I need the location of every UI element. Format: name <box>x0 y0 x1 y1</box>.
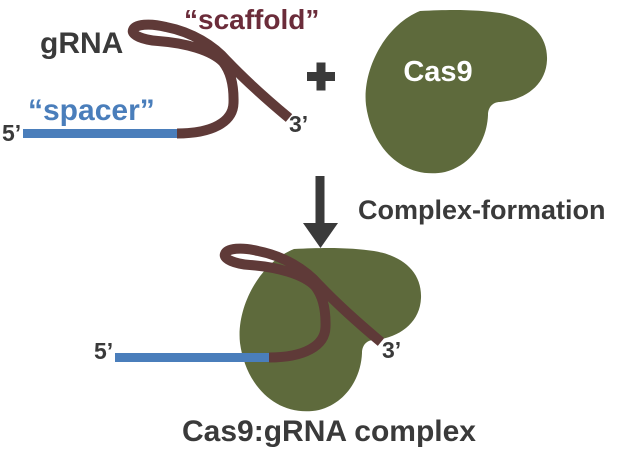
scaffold-strand-bottom <box>219 243 385 363</box>
five-prime-label-bottom: 5’ <box>94 338 113 364</box>
five-prime-label-top: 5’ <box>2 120 21 146</box>
grna-molecule-bottom <box>115 243 385 363</box>
cas9-blob <box>365 9 548 174</box>
spacer-line <box>23 129 177 138</box>
three-prime-label-top: 3’ <box>289 111 308 137</box>
spacer-line-bottom <box>115 353 269 362</box>
cas9-grna-complex: 5’ 3’ <box>94 243 422 412</box>
arrow-head <box>303 223 338 248</box>
plus-vertical-bar <box>316 62 326 91</box>
arrow-shaft <box>315 176 325 226</box>
spacer-label: “spacer” <box>28 94 155 127</box>
scaffold-label: “scaffold” <box>184 4 319 35</box>
three-prime-label-bottom: 3’ <box>382 337 401 363</box>
cas9-label: Cas9 <box>403 56 472 88</box>
complex-caption: Cas9:gRNA complex <box>182 415 476 448</box>
cas9-protein-top: Cas9 <box>365 9 548 174</box>
grna-molecule-top: 5’ 3’ <box>2 19 308 146</box>
scaffold-strand <box>127 19 293 139</box>
plus-icon <box>307 62 335 91</box>
down-arrow-icon <box>303 176 338 248</box>
complex-formation-caption: Complex-formation <box>358 195 606 225</box>
grna-label: gRNA <box>40 27 123 60</box>
